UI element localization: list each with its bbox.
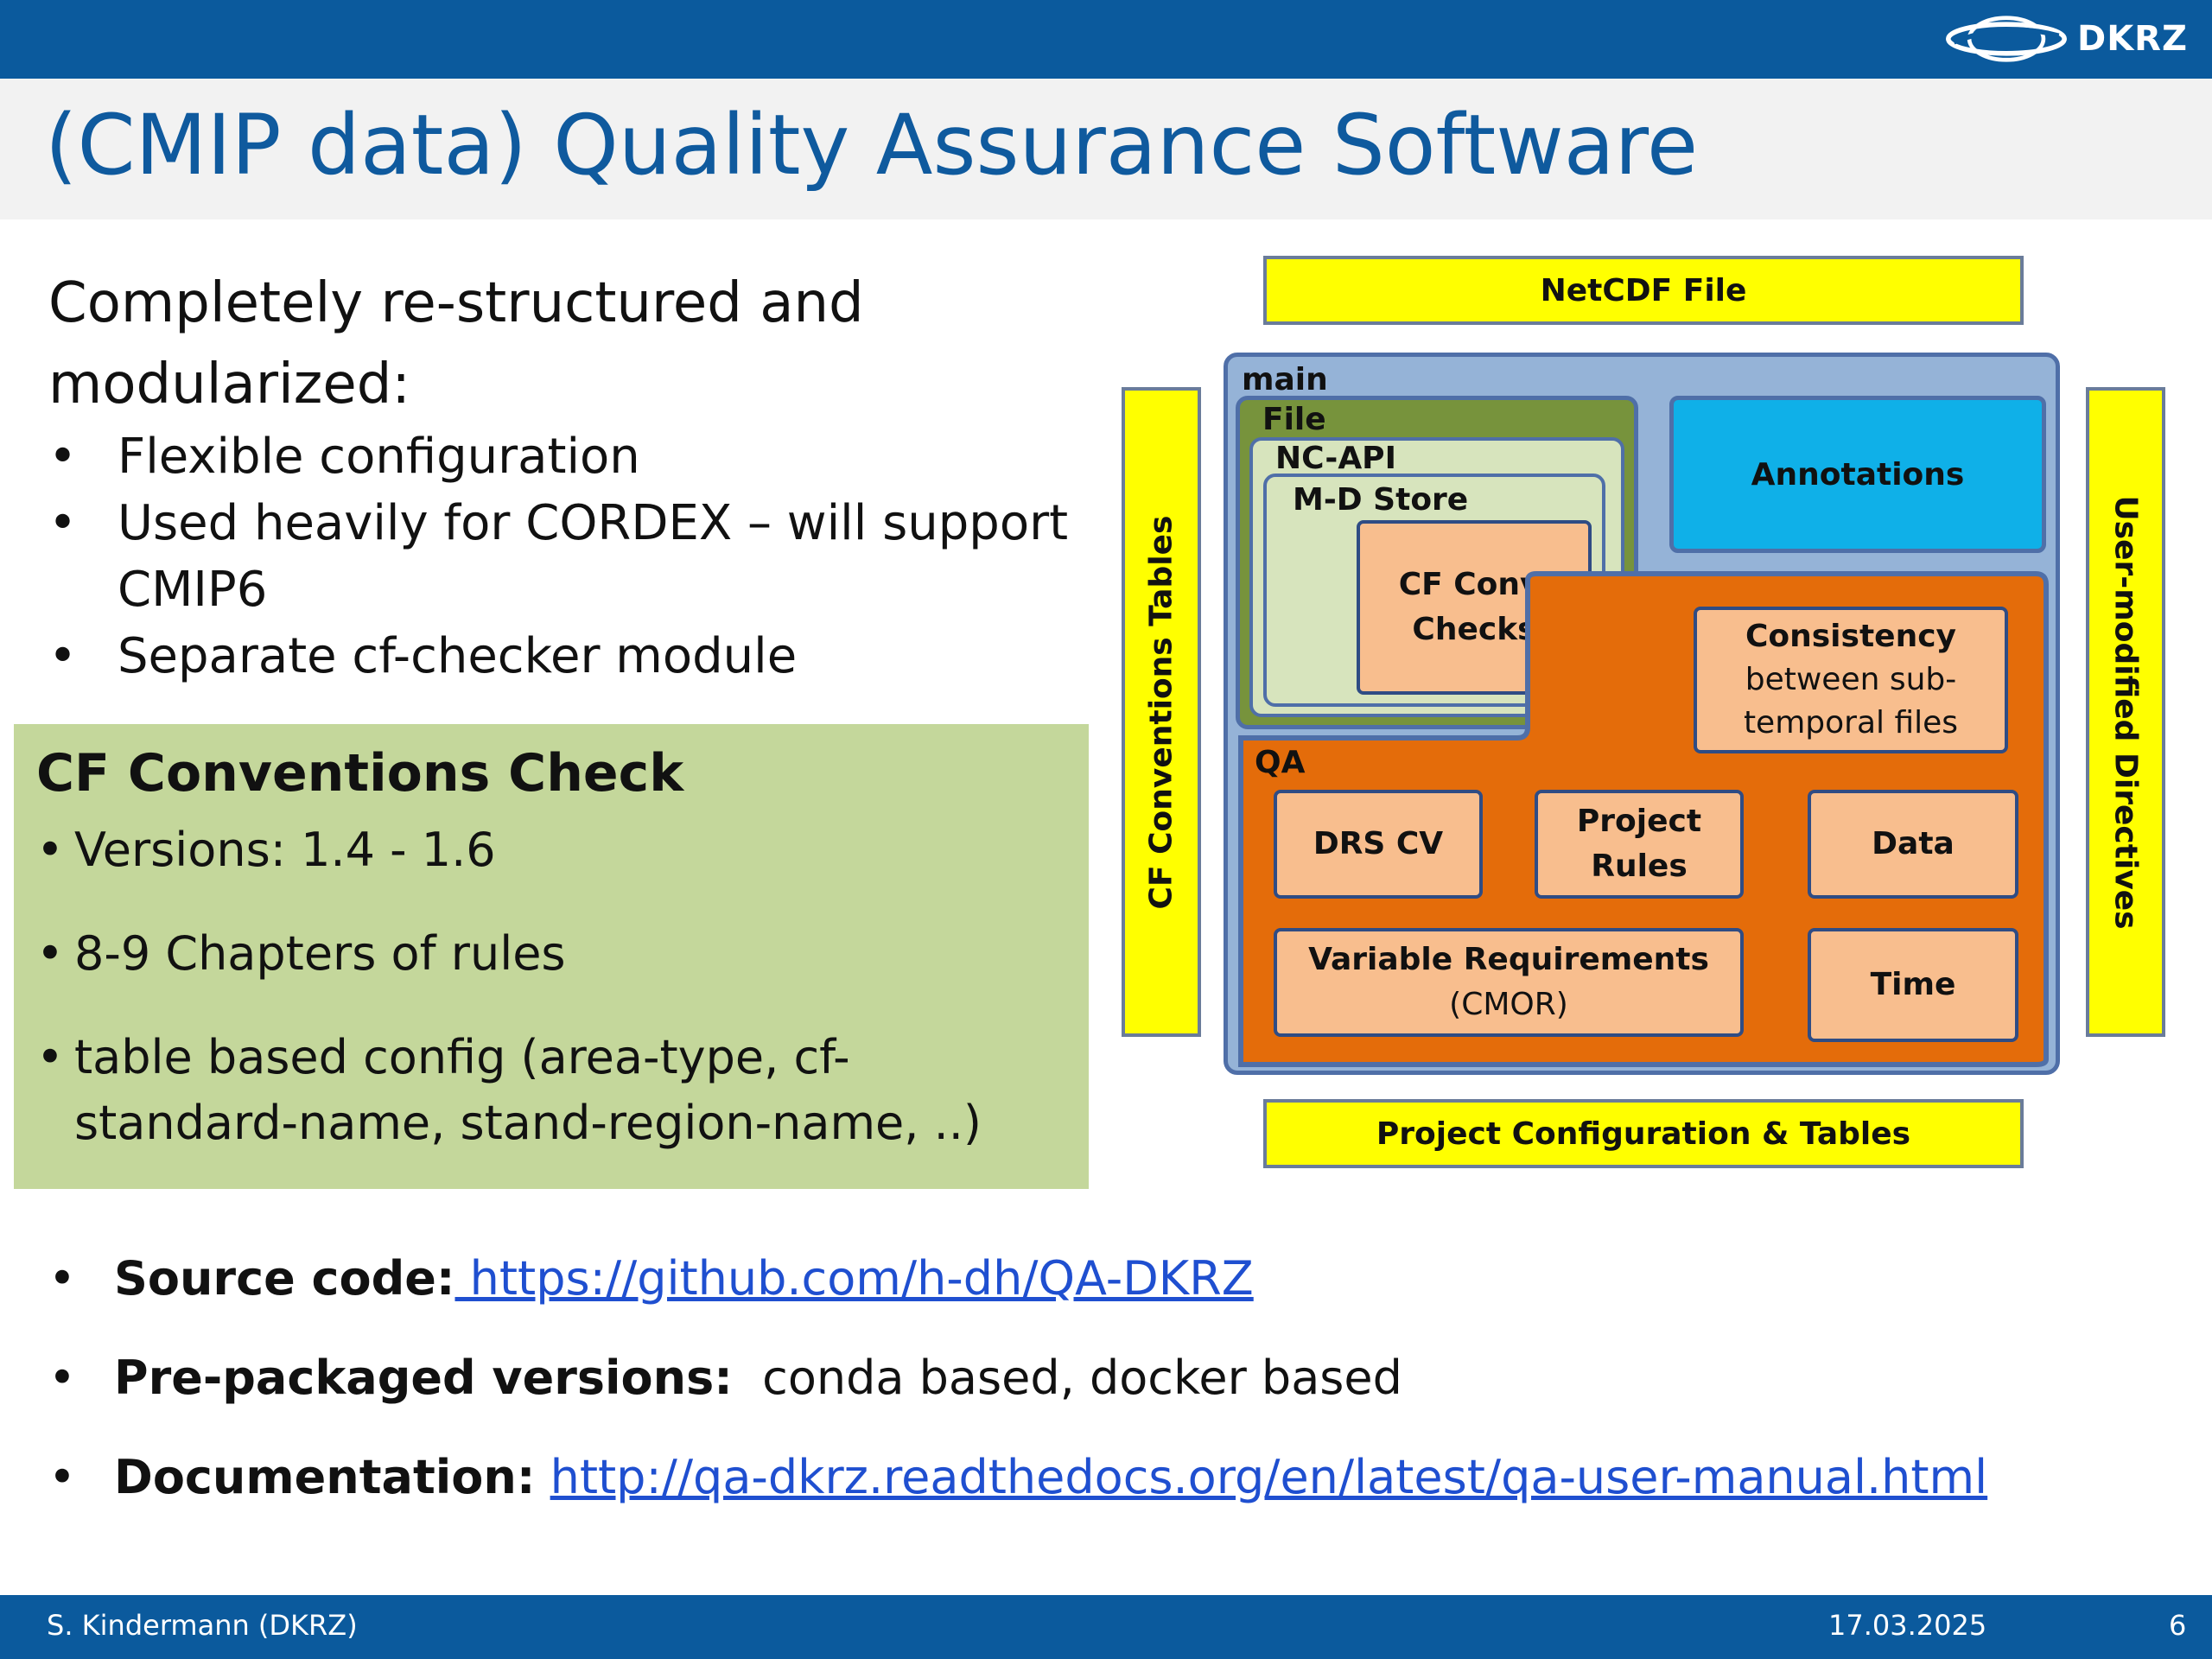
source-code-item: Source code: https://github.com/h-dh/QA-… xyxy=(48,1246,2122,1312)
documentation-link[interactable]: http://qa-dkrz.readthedocs.org/en/latest… xyxy=(550,1450,1988,1504)
intro-heading-line2: modularized: xyxy=(48,353,410,416)
cf-conventions-tables-label: CF Conventions Tables xyxy=(1143,515,1179,909)
project-rules-line1: Project xyxy=(1576,804,1702,839)
title-bar xyxy=(0,79,2212,219)
netcdf-file-box: NetCDF File xyxy=(1263,256,2024,325)
project-rules-box: Project Rules xyxy=(1535,790,1744,899)
footer-page-number: 6 xyxy=(2169,1609,2187,1642)
time-box: Time xyxy=(1808,928,2018,1042)
user-directives-label: User-modified Directives xyxy=(2107,494,2144,930)
cf-bullet: Versions: 1.4 - 1.6 xyxy=(36,817,1073,883)
main-label: main xyxy=(1242,362,1328,397)
dkrz-logo: DKRZ xyxy=(1946,9,2188,69)
cf-bullet: 8-9 Chapters of rules xyxy=(36,921,1073,987)
project-config-label: Project Configuration & Tables xyxy=(1376,1116,1911,1152)
cf-conv-checks-line1: CF Conv. xyxy=(1398,567,1550,602)
intro-bullet: Flexible configuration xyxy=(48,423,1085,490)
logo-text: DKRZ xyxy=(2076,19,2188,59)
footer-bar: S. Kindermann (DKRZ) 17.03.2025 6 xyxy=(0,1595,2212,1659)
footer-author: S. Kindermann (DKRZ) xyxy=(47,1609,358,1642)
intro-bullet-list: Flexible configuration Used heavily for … xyxy=(48,423,1085,690)
header-bar: DKRZ xyxy=(0,0,2212,79)
qa-label: QA xyxy=(1255,745,1306,780)
consistency-title: Consistency xyxy=(1745,619,1957,654)
documentation-label: Documentation: xyxy=(114,1450,536,1504)
packaged-versions-item: Pre-packaged versions: conda based, dock… xyxy=(48,1345,2122,1411)
consistency-line2: temporal files xyxy=(1743,705,1959,741)
annotations-label: Annotations xyxy=(1751,456,1965,493)
cf-bullet: table based config (area-type, cf-standa… xyxy=(36,1025,1073,1156)
netcdf-file-label: NetCDF File xyxy=(1540,272,1747,308)
intro-bullet: Used heavily for CORDEX – will support C… xyxy=(48,490,1085,623)
file-label: File xyxy=(1262,402,1326,437)
user-directives-box: User-modified Directives xyxy=(2086,387,2165,1037)
dkrz-logo-icon xyxy=(1946,16,2067,62)
variable-requirements-box: Variable Requirements (CMOR) xyxy=(1274,928,1744,1037)
project-rules-line2: Rules xyxy=(1591,849,1688,884)
intro-bullet: Separate cf-checker module xyxy=(48,623,1085,690)
packaged-versions-value: conda based, docker based xyxy=(762,1351,1402,1405)
intro-heading-line1: Completely re-structured and xyxy=(48,271,864,335)
cf-box-title: CF Conventions Check xyxy=(36,743,684,804)
cf-conv-checks-line2: Checks xyxy=(1412,612,1536,647)
documentation-item: Documentation: http://qa-dkrz.readthedoc… xyxy=(48,1445,2122,1510)
intro-heading: Completely re-structured and modularized… xyxy=(48,263,1085,425)
page-title: (CMIP data) Quality Assurance Software xyxy=(45,97,1699,194)
data-label: Data xyxy=(1872,826,1955,861)
data-box: Data xyxy=(1808,790,2018,899)
resource-list: Source code: https://github.com/h-dh/QA-… xyxy=(48,1246,2122,1544)
drs-cv-box: DRS CV xyxy=(1274,790,1483,899)
consistency-line1: between sub- xyxy=(1745,662,1957,697)
time-label: Time xyxy=(1870,967,1956,1002)
cf-bullet-list: Versions: 1.4 - 1.6 8-9 Chapters of rule… xyxy=(36,817,1073,1194)
cf-conventions-tables-box: CF Conventions Tables xyxy=(1122,387,1201,1037)
variable-requirements-line2: (CMOR) xyxy=(1449,987,1568,1022)
project-config-box: Project Configuration & Tables xyxy=(1263,1099,2024,1168)
variable-requirements-line1: Variable Requirements xyxy=(1308,942,1709,977)
packaged-versions-label: Pre-packaged versions: xyxy=(114,1351,733,1405)
source-code-label: Source code: xyxy=(114,1251,455,1306)
annotations-box: Annotations xyxy=(1669,396,2046,553)
md-store-label: M-D Store xyxy=(1293,482,1469,518)
drs-cv-label: DRS CV xyxy=(1313,826,1444,861)
footer-date: 17.03.2025 xyxy=(1828,1609,1987,1642)
cf-conventions-box: CF Conventions Check Versions: 1.4 - 1.6… xyxy=(14,724,1089,1189)
nc-api-label: NC-API xyxy=(1275,441,1396,476)
source-code-link[interactable]: https://github.com/h-dh/QA-DKRZ xyxy=(454,1251,1254,1306)
consistency-box: Consistency between sub- temporal files xyxy=(1694,607,2008,753)
